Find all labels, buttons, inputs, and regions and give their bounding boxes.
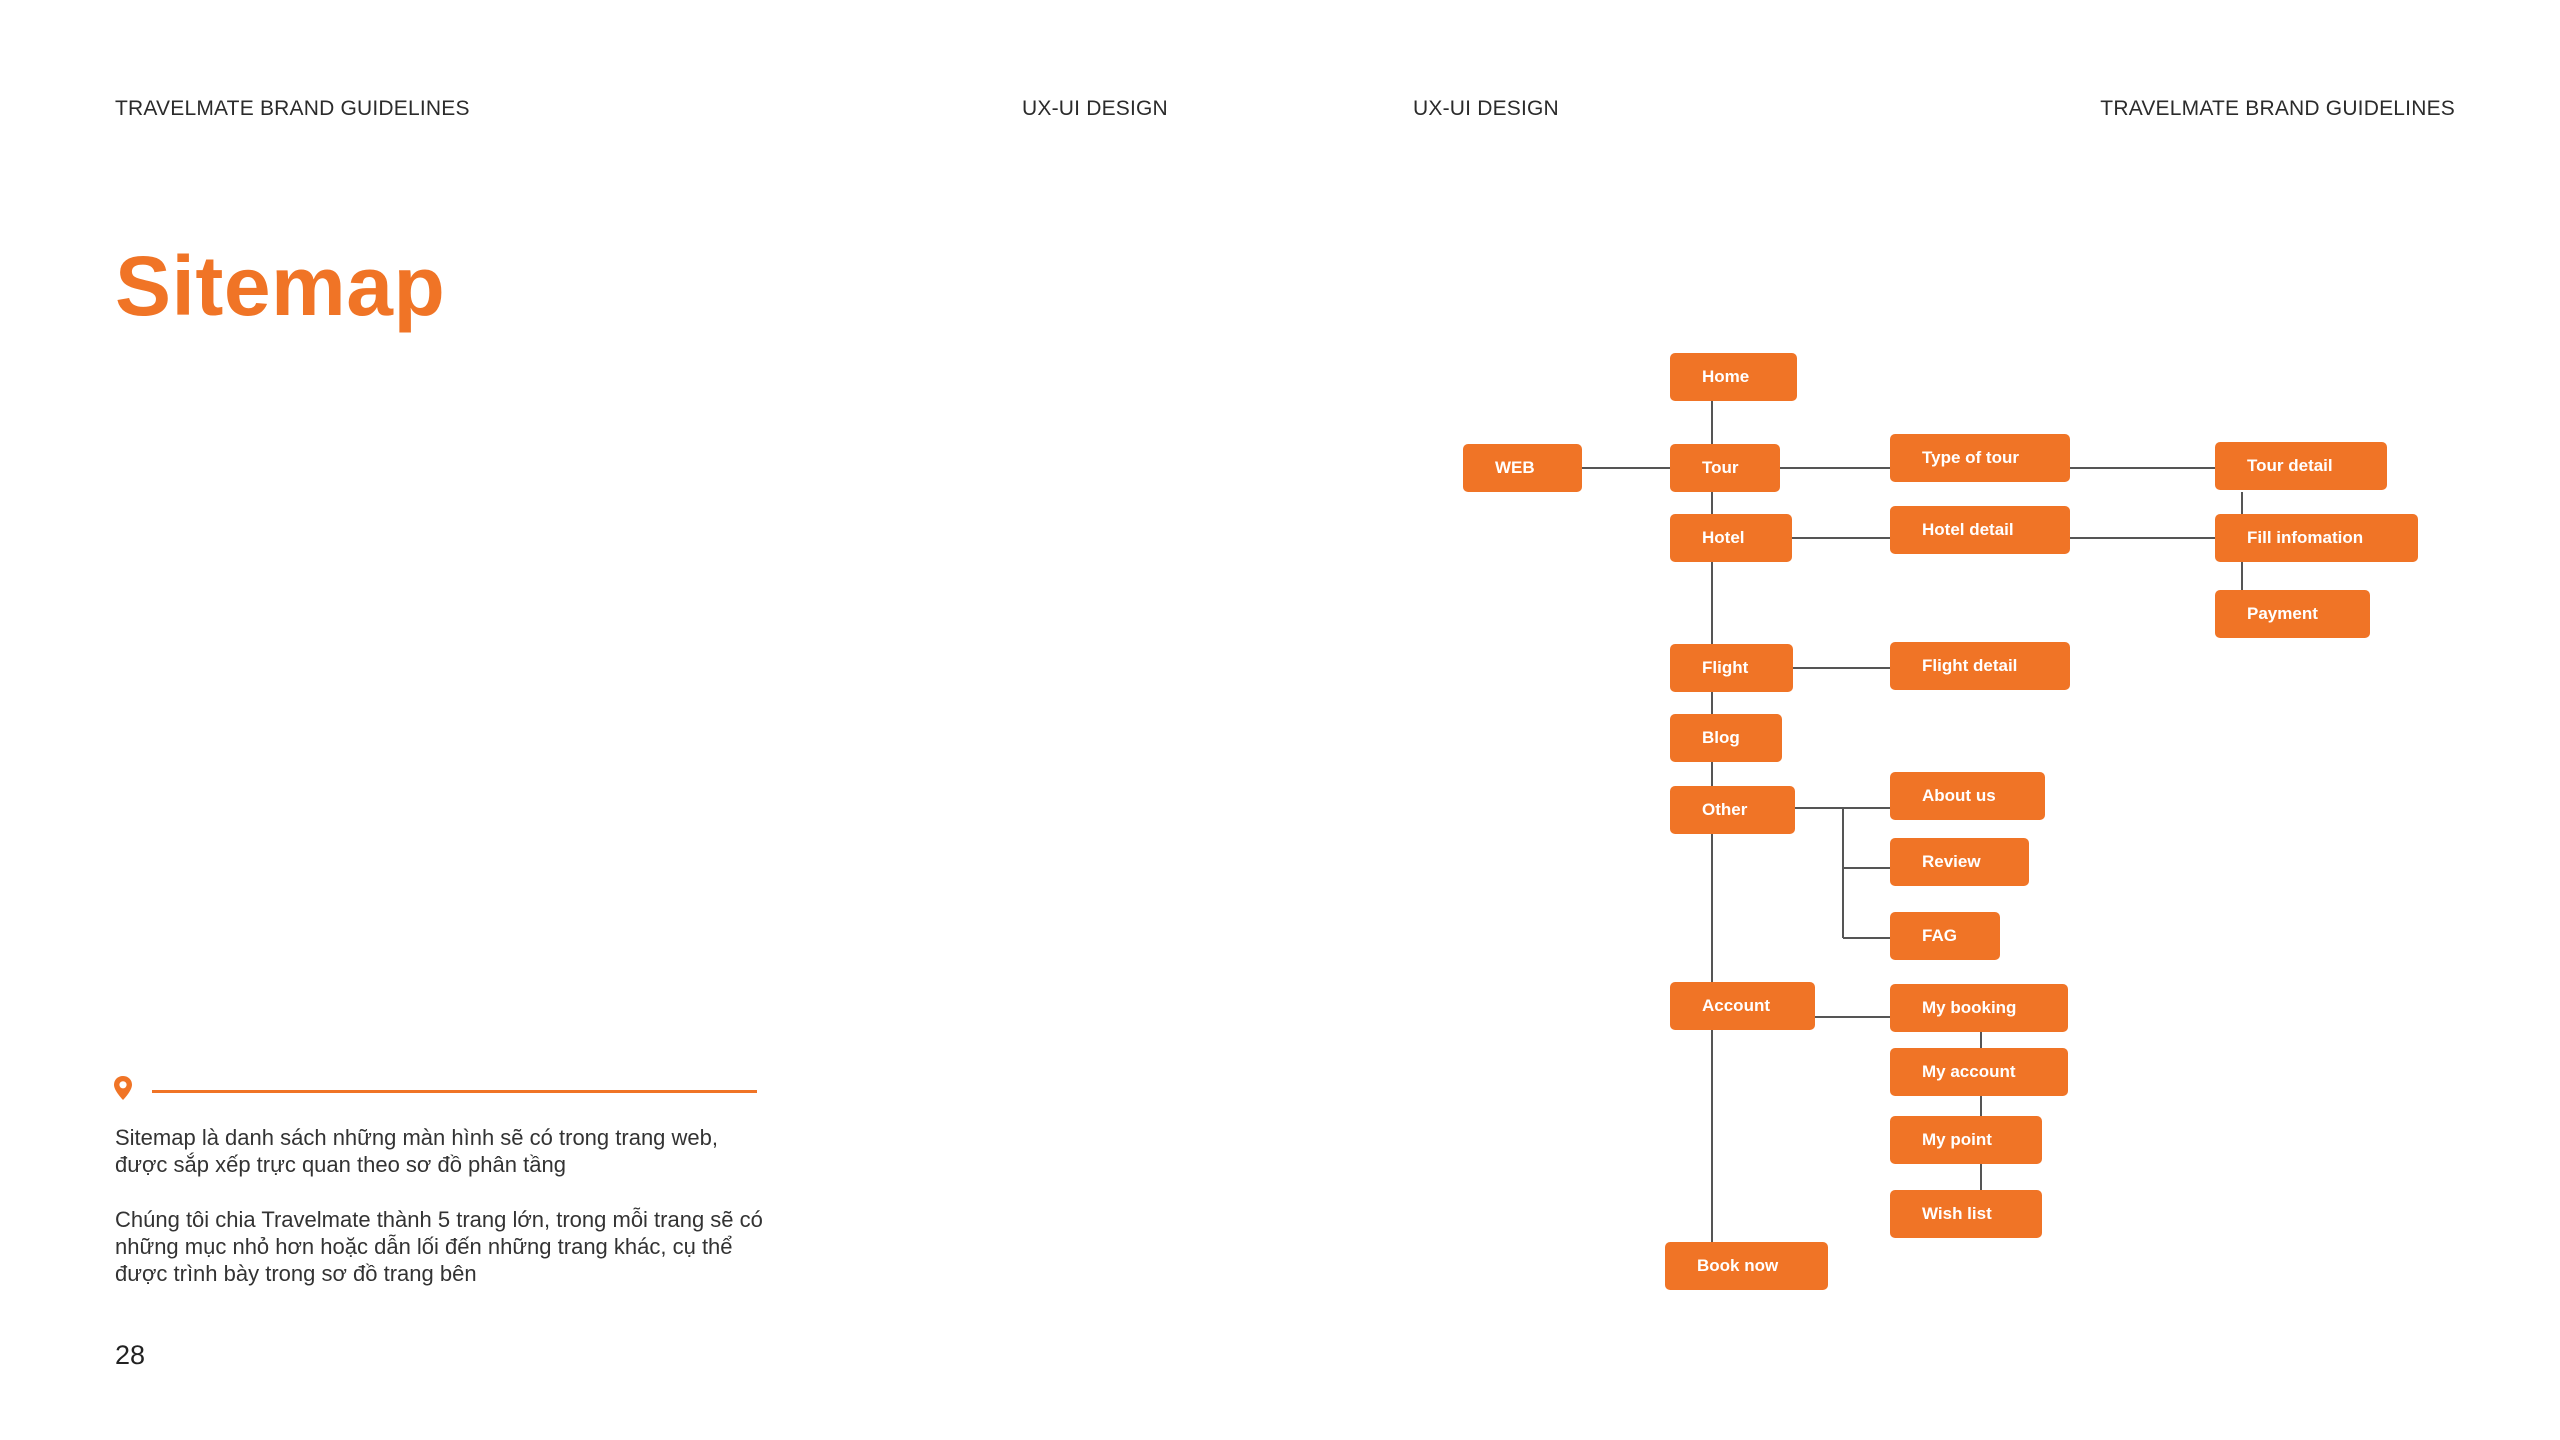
sitemap-node-blog: Blog	[1670, 714, 1782, 762]
page-number: 28	[115, 1340, 146, 1370]
header-section-left: UX-UI DESIGN	[1022, 97, 1168, 120]
header-brand-left: TRAVELMATE BRAND GUIDELINES	[115, 97, 470, 120]
page-title: Sitemap	[115, 239, 446, 333]
sitemap-node-hotel-detail: Hotel detail	[1890, 506, 2070, 554]
sitemap-node-review: Review	[1890, 838, 2029, 886]
sitemap-node-home: Home	[1670, 353, 1797, 401]
divider-line	[152, 1090, 757, 1093]
header-section-right: UX-UI DESIGN	[1413, 97, 1559, 120]
sitemap-node-tour: Tour	[1670, 444, 1780, 492]
sitemap-node-about-us: About us	[1890, 772, 2045, 820]
sitemap-node-fag: FAG	[1890, 912, 2000, 960]
sitemap-node-other: Other	[1670, 786, 1795, 834]
sitemap-node-flight-detail: Flight detail	[1890, 642, 2070, 690]
sitemap-node-flight: Flight	[1670, 644, 1793, 692]
sitemap-node-my-account: My account	[1890, 1048, 2068, 1096]
description-paragraph-2: Chúng tôi chia Travelmate thành 5 trang …	[115, 1207, 763, 1286]
sitemap-node-my-point: My point	[1890, 1116, 2042, 1164]
sitemap-node-payment: Payment	[2215, 590, 2370, 638]
description-paragraph-1: Sitemap là danh sách những màn hình sẽ c…	[115, 1125, 718, 1177]
sitemap-node-wish-list: Wish list	[1890, 1190, 2042, 1238]
sitemap-node-web: WEB	[1463, 444, 1582, 492]
sitemap-node-my-booking: My booking	[1890, 984, 2068, 1032]
sitemap-node-type-of-tour: Type of tour	[1890, 434, 2070, 482]
location-pin-icon	[114, 1076, 132, 1100]
sitemap-node-book-now: Book now	[1665, 1242, 1828, 1290]
sitemap-node-account: Account	[1670, 982, 1815, 1030]
sitemap-node-tour-detail: Tour detail	[2215, 442, 2387, 490]
sitemap-node-hotel: Hotel	[1670, 514, 1792, 562]
sitemap-node-fill-infomation: Fill infomation	[2215, 514, 2418, 562]
header-brand-right: TRAVELMATE BRAND GUIDELINES	[2100, 97, 2455, 120]
